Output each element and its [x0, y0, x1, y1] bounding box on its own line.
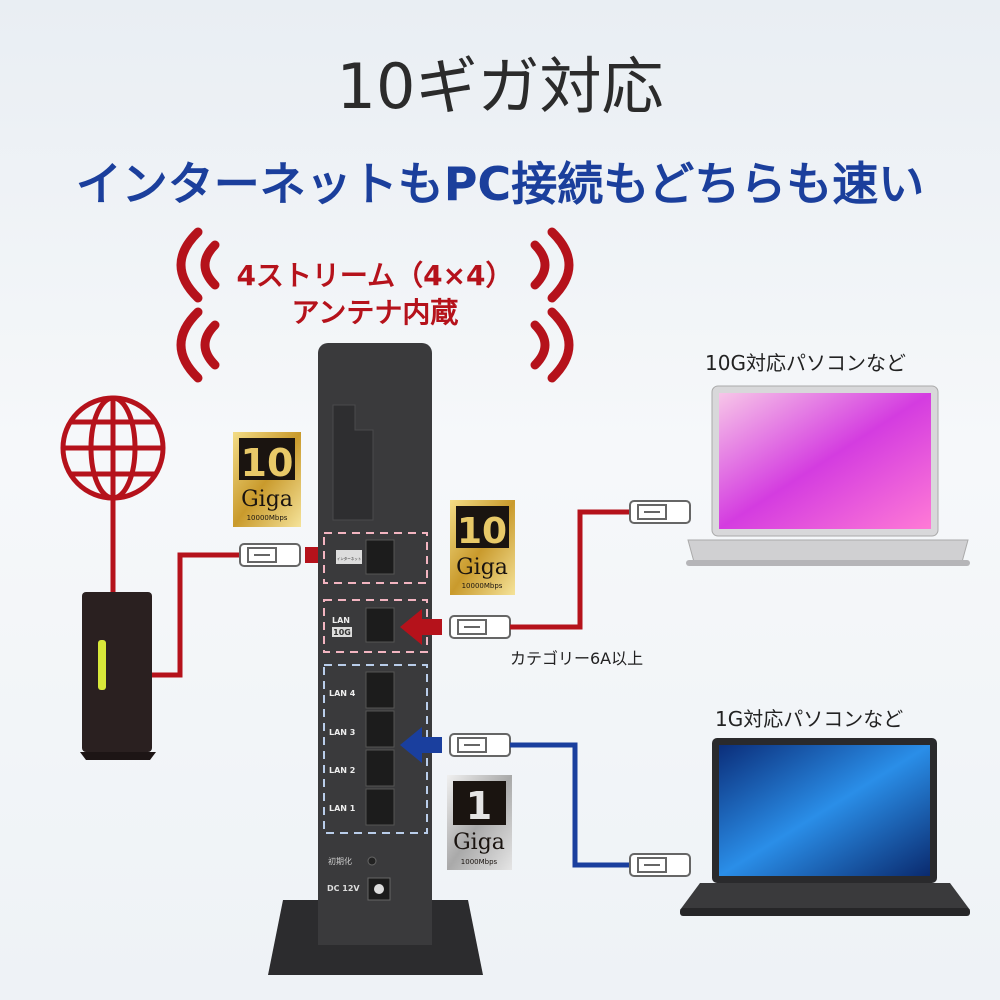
lan10g-port — [365, 607, 395, 643]
svg-text:インターネット: インターネット — [337, 556, 362, 561]
lan-port-label: LAN 1 — [329, 804, 356, 813]
pc1g-label: 1G対応パソコンなど — [715, 707, 903, 731]
badge-10-giga: 10 Giga 10000Mbps — [450, 500, 515, 595]
reset-label: 初期化 — [328, 856, 352, 866]
wan-port — [365, 539, 395, 575]
cable-plug-icon — [239, 543, 301, 567]
svg-text:Giga: Giga — [241, 487, 293, 512]
wan-cable — [152, 552, 240, 678]
antenna-label-1: 4ストリーム（4×4） — [236, 259, 513, 292]
cable-plug-icon — [449, 615, 511, 639]
lan1g-cable — [510, 742, 630, 868]
laptop-1g — [680, 738, 970, 916]
cable-note: カテゴリー6A以上 — [510, 649, 643, 668]
page-subtitle: インターネットもPC接続もどちらも速い — [76, 157, 925, 211]
cable-plug-icon — [629, 500, 691, 524]
router: インターネット LAN 10G LAN 4 LAN 3 LAN 2 LAN 1 … — [268, 343, 483, 975]
lan10g-cable — [510, 509, 630, 630]
lan-port-label: LAN 4 — [329, 689, 356, 698]
svg-text:1: 1 — [466, 784, 492, 828]
lan10g-tag: 10G — [333, 628, 351, 637]
lan-ports — [365, 671, 395, 826]
modem-onu — [80, 592, 156, 760]
svg-text:10: 10 — [241, 441, 294, 485]
svg-text:Giga: Giga — [453, 830, 505, 855]
wifi-waves-icon — [176, 227, 574, 383]
globe-icon — [60, 395, 166, 501]
lan10g-label: LAN — [332, 616, 350, 625]
antenna-label-2: アンテナ内蔵 — [292, 296, 459, 329]
laptop-10g — [686, 385, 970, 566]
pc10g-label: 10G対応パソコンなど — [705, 351, 906, 375]
svg-text:10000Mbps: 10000Mbps — [462, 582, 503, 590]
power-label: DC 12V — [327, 884, 360, 893]
reset-button[interactable] — [367, 856, 377, 866]
svg-text:10: 10 — [457, 511, 507, 552]
svg-text:1000Mbps: 1000Mbps — [461, 858, 498, 866]
lan-port-label: LAN 3 — [329, 728, 355, 737]
svg-text:Giga: Giga — [456, 555, 508, 580]
badge-10-giga: 10 Giga 10000Mbps — [233, 432, 301, 527]
svg-text:10000Mbps: 10000Mbps — [247, 514, 288, 522]
page-title: 10ギガ対応 — [337, 50, 664, 123]
cable-plug-icon — [449, 733, 511, 757]
lan-port-label: LAN 2 — [329, 766, 355, 775]
badge-1-giga: 1 Giga 1000Mbps — [447, 775, 512, 870]
arrow-left-icon — [400, 727, 442, 763]
cable-plug-icon — [629, 853, 691, 877]
arrow-left-icon — [400, 609, 442, 645]
wan-label — [336, 550, 362, 564]
